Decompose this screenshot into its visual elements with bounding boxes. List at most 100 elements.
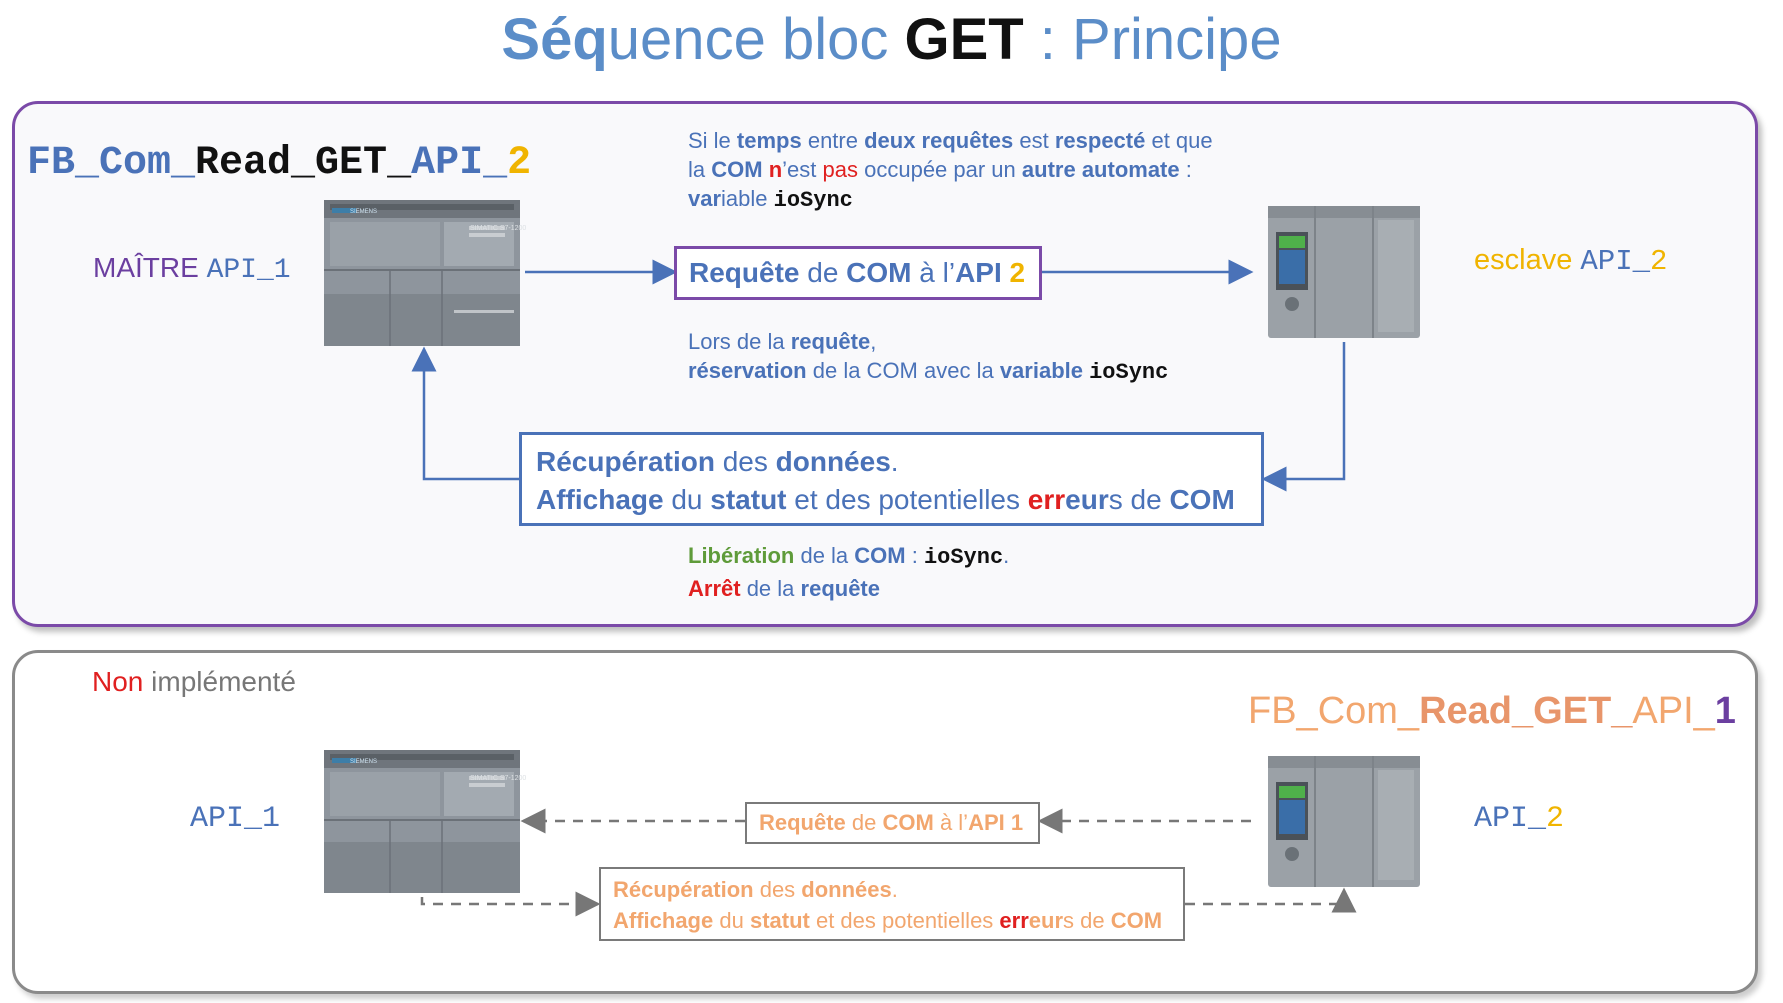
t: COM bbox=[1169, 484, 1235, 515]
response-line: Affichage du statut et des potentielles … bbox=[613, 905, 1183, 936]
t: COM bbox=[1110, 908, 1163, 933]
t: COM bbox=[854, 543, 906, 568]
release-note: Libération de la COM : ioSync. Arrêt de … bbox=[688, 540, 1009, 604]
master-label: MAÎTRE API_1 bbox=[93, 252, 291, 286]
t: . bbox=[1003, 543, 1010, 568]
t: Affichage bbox=[536, 484, 664, 515]
t: des bbox=[753, 877, 802, 902]
t: var bbox=[688, 186, 722, 211]
t: API 1 bbox=[968, 810, 1024, 835]
t: Read_GET_ bbox=[1419, 690, 1633, 732]
t: API_ bbox=[1632, 690, 1715, 732]
request-box-api1: Requête de COM à l’API 1 bbox=[745, 802, 1040, 844]
t: Non bbox=[92, 666, 144, 697]
t: respecté bbox=[1054, 128, 1146, 153]
t: réservation bbox=[688, 358, 807, 383]
t: temps bbox=[736, 128, 802, 153]
t: 1 bbox=[1714, 690, 1736, 732]
slave-label: esclave API_2 bbox=[1474, 244, 1667, 278]
t: requête bbox=[800, 576, 880, 601]
title-part: GET bbox=[904, 7, 1024, 72]
t: requête bbox=[790, 329, 871, 354]
fb-part: 2 bbox=[507, 141, 532, 186]
t: , bbox=[870, 329, 877, 354]
sync-condition-note: Si le temps entre deux requêtes est resp… bbox=[688, 126, 1213, 215]
t: . bbox=[890, 446, 899, 477]
t: API bbox=[955, 257, 1002, 288]
t: COM bbox=[711, 157, 763, 182]
t: et des potentielles bbox=[786, 484, 1028, 515]
note-line: variable ioSync bbox=[688, 184, 1213, 215]
request-box-api2: Requête de COM à l’API 2 bbox=[674, 246, 1042, 300]
response-line: Récupération des données. bbox=[536, 443, 1261, 481]
fb-name-api1: FB_Com_Read_GET_API_1 bbox=[1248, 690, 1736, 733]
note-line: Libération de la COM : ioSync. bbox=[688, 540, 1009, 573]
title-part: : Principe bbox=[1023, 7, 1282, 72]
t: Requête bbox=[759, 810, 846, 835]
arrow-response-to-master bbox=[411, 346, 520, 481]
plc-model: SIMATIC S7-1200 bbox=[470, 775, 527, 782]
t: de la COM avec la bbox=[806, 358, 1000, 383]
plc-model: SIMATIC S7-1200 bbox=[470, 225, 527, 232]
note-line: Lors de la requête, bbox=[688, 327, 1168, 356]
api1-label: API_1 bbox=[190, 802, 281, 836]
t: Libération bbox=[688, 543, 795, 568]
t: entre bbox=[801, 128, 865, 153]
fb-part: Read_GET_ bbox=[195, 141, 412, 186]
note-line: réservation de la COM avec la variable i… bbox=[688, 356, 1168, 387]
title-part: uence bloc bbox=[607, 7, 905, 72]
t: ’est bbox=[782, 157, 823, 182]
response-box-api1: Récupération des données. Affichage du s… bbox=[599, 867, 1185, 941]
t: s de bbox=[1063, 908, 1111, 933]
t: COM bbox=[882, 810, 934, 835]
response-box-api2: Récupération des données. Affichage du s… bbox=[519, 432, 1264, 526]
t: Récupération bbox=[536, 446, 715, 477]
t: Si le bbox=[688, 128, 737, 153]
t: Arrêt bbox=[688, 576, 741, 601]
t: autre automate bbox=[1021, 157, 1180, 182]
t: COM bbox=[846, 257, 912, 288]
slave-api-num: 2 bbox=[1650, 245, 1668, 278]
note-line: Si le temps entre deux requêtes est resp… bbox=[688, 126, 1213, 155]
t: eur bbox=[1065, 484, 1109, 515]
fb-name-api2: FB_Com_Read_GET_API_2 bbox=[27, 140, 531, 188]
arrow-api1-to-response bbox=[420, 891, 601, 917]
not-implemented-label: Non implémenté bbox=[92, 666, 296, 698]
t: données bbox=[775, 446, 891, 477]
t: iable bbox=[721, 186, 774, 211]
plc-s7-1200-icon bbox=[324, 200, 520, 346]
arrow-slave-to-response bbox=[1261, 342, 1346, 492]
plc-s7-1500-icon bbox=[1268, 206, 1420, 338]
note-line: Arrêt de la requête bbox=[688, 573, 1009, 604]
t: à l’ bbox=[933, 810, 969, 835]
implemented-panel bbox=[12, 101, 1758, 627]
reservation-note: Lors de la requête, réservation de la CO… bbox=[688, 327, 1168, 387]
t: de la bbox=[794, 543, 855, 568]
t: API_ bbox=[1474, 802, 1547, 836]
note-line: la COM n’est pas occupée par un autre au… bbox=[688, 155, 1213, 184]
t: de bbox=[799, 257, 847, 288]
slave-prefix: esclave bbox=[1474, 244, 1581, 276]
plc-brand: SIEMENS bbox=[350, 209, 378, 215]
t: err bbox=[1027, 484, 1066, 515]
t: statut bbox=[749, 908, 810, 933]
t: données bbox=[801, 877, 892, 902]
t: eur bbox=[1028, 908, 1064, 933]
t: : bbox=[905, 543, 924, 568]
t: de bbox=[845, 810, 883, 835]
plc-s7-1200-icon bbox=[324, 750, 520, 893]
t: du bbox=[663, 484, 711, 515]
t: s de bbox=[1108, 484, 1170, 515]
plc-s7-1500-icon bbox=[1268, 756, 1420, 887]
fb-part: FB_Com_ bbox=[27, 141, 196, 186]
t: ioSync bbox=[773, 188, 853, 213]
page-title: Séquence bloc GET : Principe bbox=[0, 6, 1783, 73]
title-part: Séq bbox=[501, 7, 608, 72]
plc-brand: SIEMENS bbox=[350, 759, 378, 765]
t: ioSync bbox=[1089, 360, 1169, 385]
t: err bbox=[999, 908, 1029, 933]
slave-api: API_ bbox=[1580, 245, 1651, 278]
t: pas bbox=[822, 157, 858, 182]
t: Affichage bbox=[613, 908, 714, 933]
